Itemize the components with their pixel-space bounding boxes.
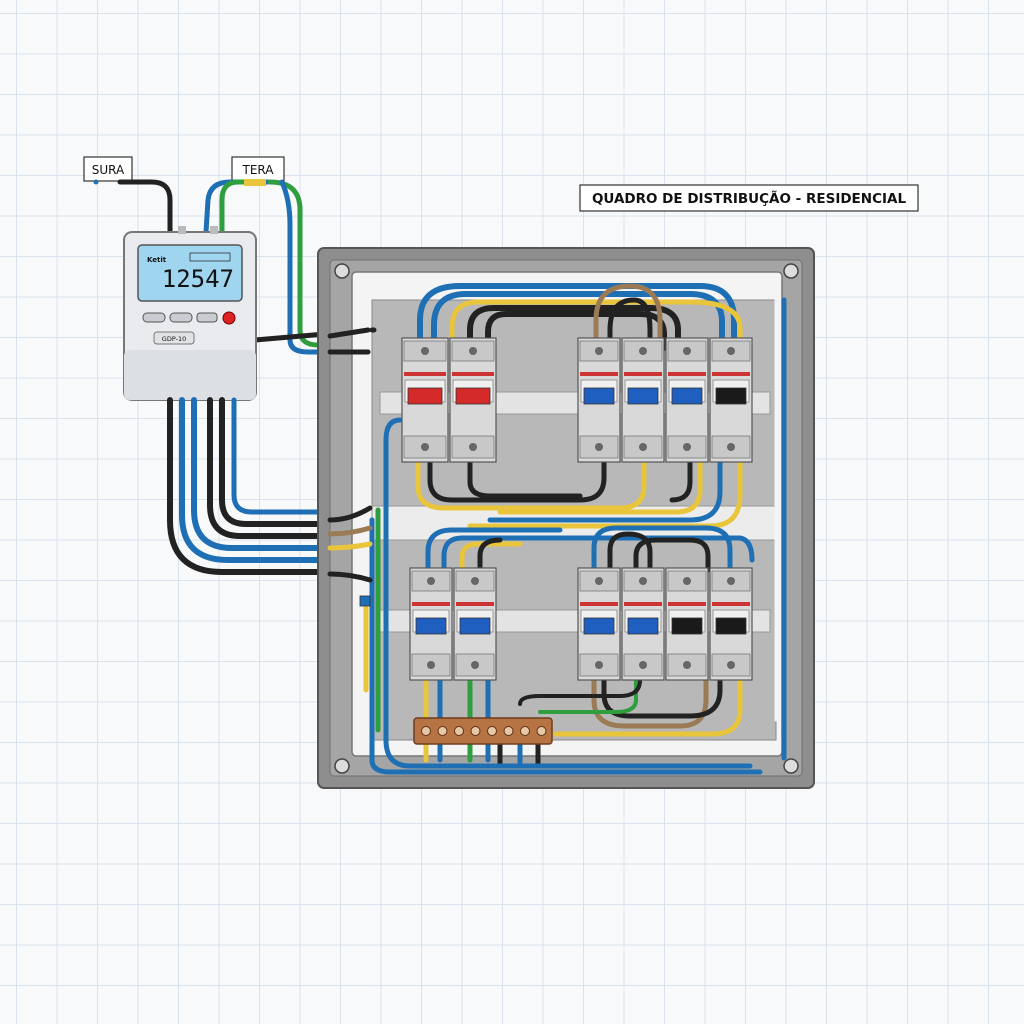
meter-button-left[interactable] [142,312,166,323]
breaker-row2-right-1[interactable] [577,567,621,681]
breaker-row1-left-2[interactable] [449,337,497,463]
breaker-row2-right-2-handle[interactable] [627,617,659,635]
earth-tag-label: TERA [242,163,275,177]
breaker-row2-left-2[interactable] [453,567,497,681]
supply-tag: SURA [83,156,133,182]
enclosure-screws [334,263,799,774]
panel-title: QUADRO DE DISTRIBUÇÃO - RESIDENCIAL [579,184,919,212]
breaker-row2-right-3-handle[interactable] [671,617,703,635]
breaker-row2-right-4-handle[interactable] [715,617,747,635]
breaker-row1-right-1-handle[interactable] [583,387,615,405]
busbar-screw [437,726,448,736]
breaker-row1-right-2[interactable] [621,337,665,463]
meter-to-panel-wires [167,397,365,575]
breaker-row1-right-3-handle[interactable] [671,387,703,405]
meter-model: GDP-10 [162,335,186,343]
breaker-row1-left-1[interactable] [401,337,449,463]
breaker-row2-left-2-handle[interactable] [459,617,491,635]
breaker-row2-right-4[interactable] [709,567,753,681]
busbar-screw [421,726,431,736]
breaker-row1-right-1[interactable] [577,337,621,463]
busbar-screw [503,726,514,736]
panel-title-text: QUADRO DE DISTRIBUÇÃO - RESIDENCIAL [592,190,907,207]
meter-button-middle[interactable] [169,312,193,323]
busbar-screws [421,726,547,736]
breaker-row1-right-2-handle[interactable] [627,387,659,405]
busbar-screw [470,726,481,736]
busbar-screw [536,726,547,736]
supply-tag-label: SURA [92,163,125,177]
breaker-row1-right-3[interactable] [665,337,709,463]
busbar-screw [520,726,530,736]
breaker-array [401,337,753,681]
breaker-row2-right-3[interactable] [665,567,709,681]
breaker-row1-right-4[interactable] [709,337,753,463]
meter-reading: 12547 [162,265,234,293]
breaker-row1-left-2-handle[interactable] [455,387,491,405]
energy-meter: Ketit 12547 GDP-10 [123,226,257,401]
meter-button-right[interactable] [196,312,218,323]
breaker-row2-left-1-handle[interactable] [415,617,447,635]
breaker-row1-right-4-handle[interactable] [715,387,747,405]
breaker-row2-right-2[interactable] [621,567,665,681]
busbar [413,717,553,745]
incoming-wires [93,179,375,355]
breaker-row2-left-1[interactable] [409,567,453,681]
breaker-row2-right-1-handle[interactable] [583,617,615,635]
meter-brand: Ketit [147,256,167,264]
meter-display [137,244,243,302]
breaker-row1-left-1-handle[interactable] [407,387,443,405]
busbar-screw [454,726,464,736]
panel-entry-stubs [327,327,373,607]
meter-reset-button[interactable] [222,311,236,325]
busbar-screw [487,726,497,736]
earth-tag: TERA [231,156,285,182]
